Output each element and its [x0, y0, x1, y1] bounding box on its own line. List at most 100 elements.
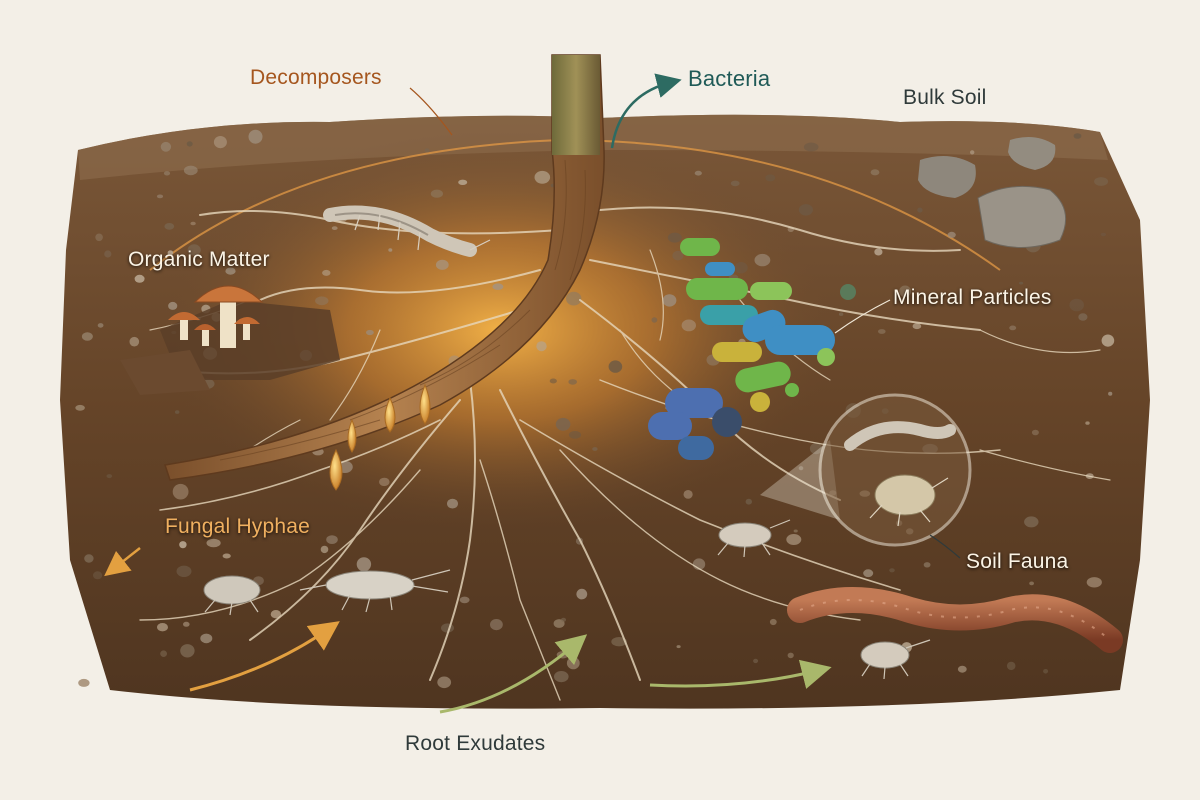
mineral-particle: [793, 529, 798, 533]
mineral-particle: [379, 477, 390, 487]
mineral-particle: [745, 498, 752, 505]
mineral-particle: [222, 553, 231, 559]
mineral-particle: [81, 332, 93, 341]
mineral-particle: [213, 136, 227, 149]
soil-fauna-leader-line: [929, 534, 961, 559]
mineral-particle: [75, 404, 85, 411]
mushroom-icon: [168, 312, 200, 320]
organic-matter-mushrooms: [120, 285, 340, 395]
mineral-particle: [1085, 421, 1090, 425]
mineral-particle: [947, 231, 956, 238]
mushroom-icon: [194, 324, 216, 330]
mineral-particle: [1029, 581, 1034, 586]
mineral-particle: [331, 226, 338, 231]
root-exudate-droplets: [329, 383, 431, 491]
mineral-particle: [1024, 516, 1039, 528]
mineral-particle: [458, 179, 468, 185]
mineral-particle: [84, 554, 94, 563]
mineral-particle: [917, 207, 923, 213]
mineral-particle: [734, 262, 748, 274]
mineral-particle: [863, 569, 874, 578]
mineral-particle: [322, 269, 331, 276]
mineral-particle: [534, 170, 551, 184]
label-bulk-soil: Bulk Soil: [903, 86, 987, 109]
mineral-particle: [157, 623, 168, 632]
bacteria-cell-icon: [712, 407, 742, 437]
magnifier-icon: [818, 393, 972, 547]
decomposers-leader-line: [409, 87, 453, 136]
mineral-particle: [1108, 391, 1113, 396]
mineral-particle: [163, 171, 171, 176]
mushroom-icon: [202, 328, 209, 346]
mineral-particle: [1019, 281, 1024, 285]
surface-rocks: [918, 136, 1067, 248]
plant-stem: [552, 55, 600, 155]
mineral-particle: [754, 253, 771, 267]
mineral-particle: [576, 588, 588, 600]
mineral-particle: [566, 291, 582, 306]
mineral-particle: [651, 317, 658, 323]
bacteria-cell-icon: [817, 348, 835, 366]
mushroom-icon: [180, 318, 188, 340]
bacteria-cell-icon: [665, 388, 723, 418]
mineral-particle: [164, 223, 175, 230]
mineral-particle: [490, 619, 503, 631]
mineral-particle: [320, 545, 329, 554]
mineral-particle: [592, 447, 598, 451]
mineral-particle: [97, 323, 104, 328]
mineral-particle: [1006, 661, 1016, 671]
bacteria-cell-icon: [735, 361, 791, 393]
mineral-particle: [200, 633, 213, 644]
mineral-particle: [753, 658, 759, 664]
mineral-particle: [156, 194, 164, 199]
exudate-flow-arrow-right: [649, 659, 832, 689]
mineral-particle: [765, 174, 776, 182]
mite-icon: [717, 519, 791, 558]
organic-matter-debris: [120, 350, 210, 395]
mineral-particle: [912, 323, 922, 330]
mineral-particle: [923, 562, 931, 568]
bacteria-arrow: [610, 73, 682, 149]
bacteria-cell-icon: [678, 436, 714, 460]
mineral-particle: [676, 645, 681, 649]
mineral-particle: [694, 170, 702, 176]
mineral-particle: [104, 250, 112, 258]
mite-icon: [860, 639, 931, 680]
mineral-particle: [803, 142, 819, 152]
bacteria-cell-icon: [700, 305, 758, 325]
mineral-particle: [172, 483, 189, 500]
mineral-particle: [248, 129, 263, 144]
bacteria-cluster: [648, 238, 856, 460]
mineral-particle: [672, 250, 684, 261]
mineral-particle: [183, 621, 190, 627]
mineral-particle: [838, 312, 844, 316]
mineral-particle: [899, 285, 912, 298]
earthworm-icon: [787, 587, 1123, 653]
mite-icon: [203, 575, 261, 616]
mineral-particle: [435, 259, 449, 270]
root-bark-texture: [219, 159, 586, 461]
mineral-particle: [874, 248, 883, 256]
mineral-particle: [662, 294, 677, 307]
mineral-particle: [568, 379, 577, 385]
mineral-particle: [430, 189, 443, 198]
mineral-particle: [681, 319, 696, 332]
mineral-particle: [93, 571, 103, 580]
mineral-particle: [1073, 133, 1082, 139]
mineral-particle: [798, 204, 814, 216]
mineral-particle: [151, 256, 158, 262]
bacteria-cell-icon: [712, 342, 762, 362]
bacteria-cell-icon: [648, 412, 692, 440]
mineral-particle: [798, 466, 804, 471]
mineral-particles-leader-line: [834, 299, 891, 334]
mineral-particle: [1078, 313, 1088, 321]
mineral-particle: [560, 617, 567, 622]
mineral-particle: [554, 671, 569, 683]
mineral-particle: [388, 248, 393, 252]
mineral-particle: [889, 568, 895, 573]
mineral-particle: [1086, 577, 1102, 588]
mineral-particle: [183, 165, 198, 176]
mineral-particle: [536, 341, 547, 352]
mineral-particle: [769, 618, 777, 626]
